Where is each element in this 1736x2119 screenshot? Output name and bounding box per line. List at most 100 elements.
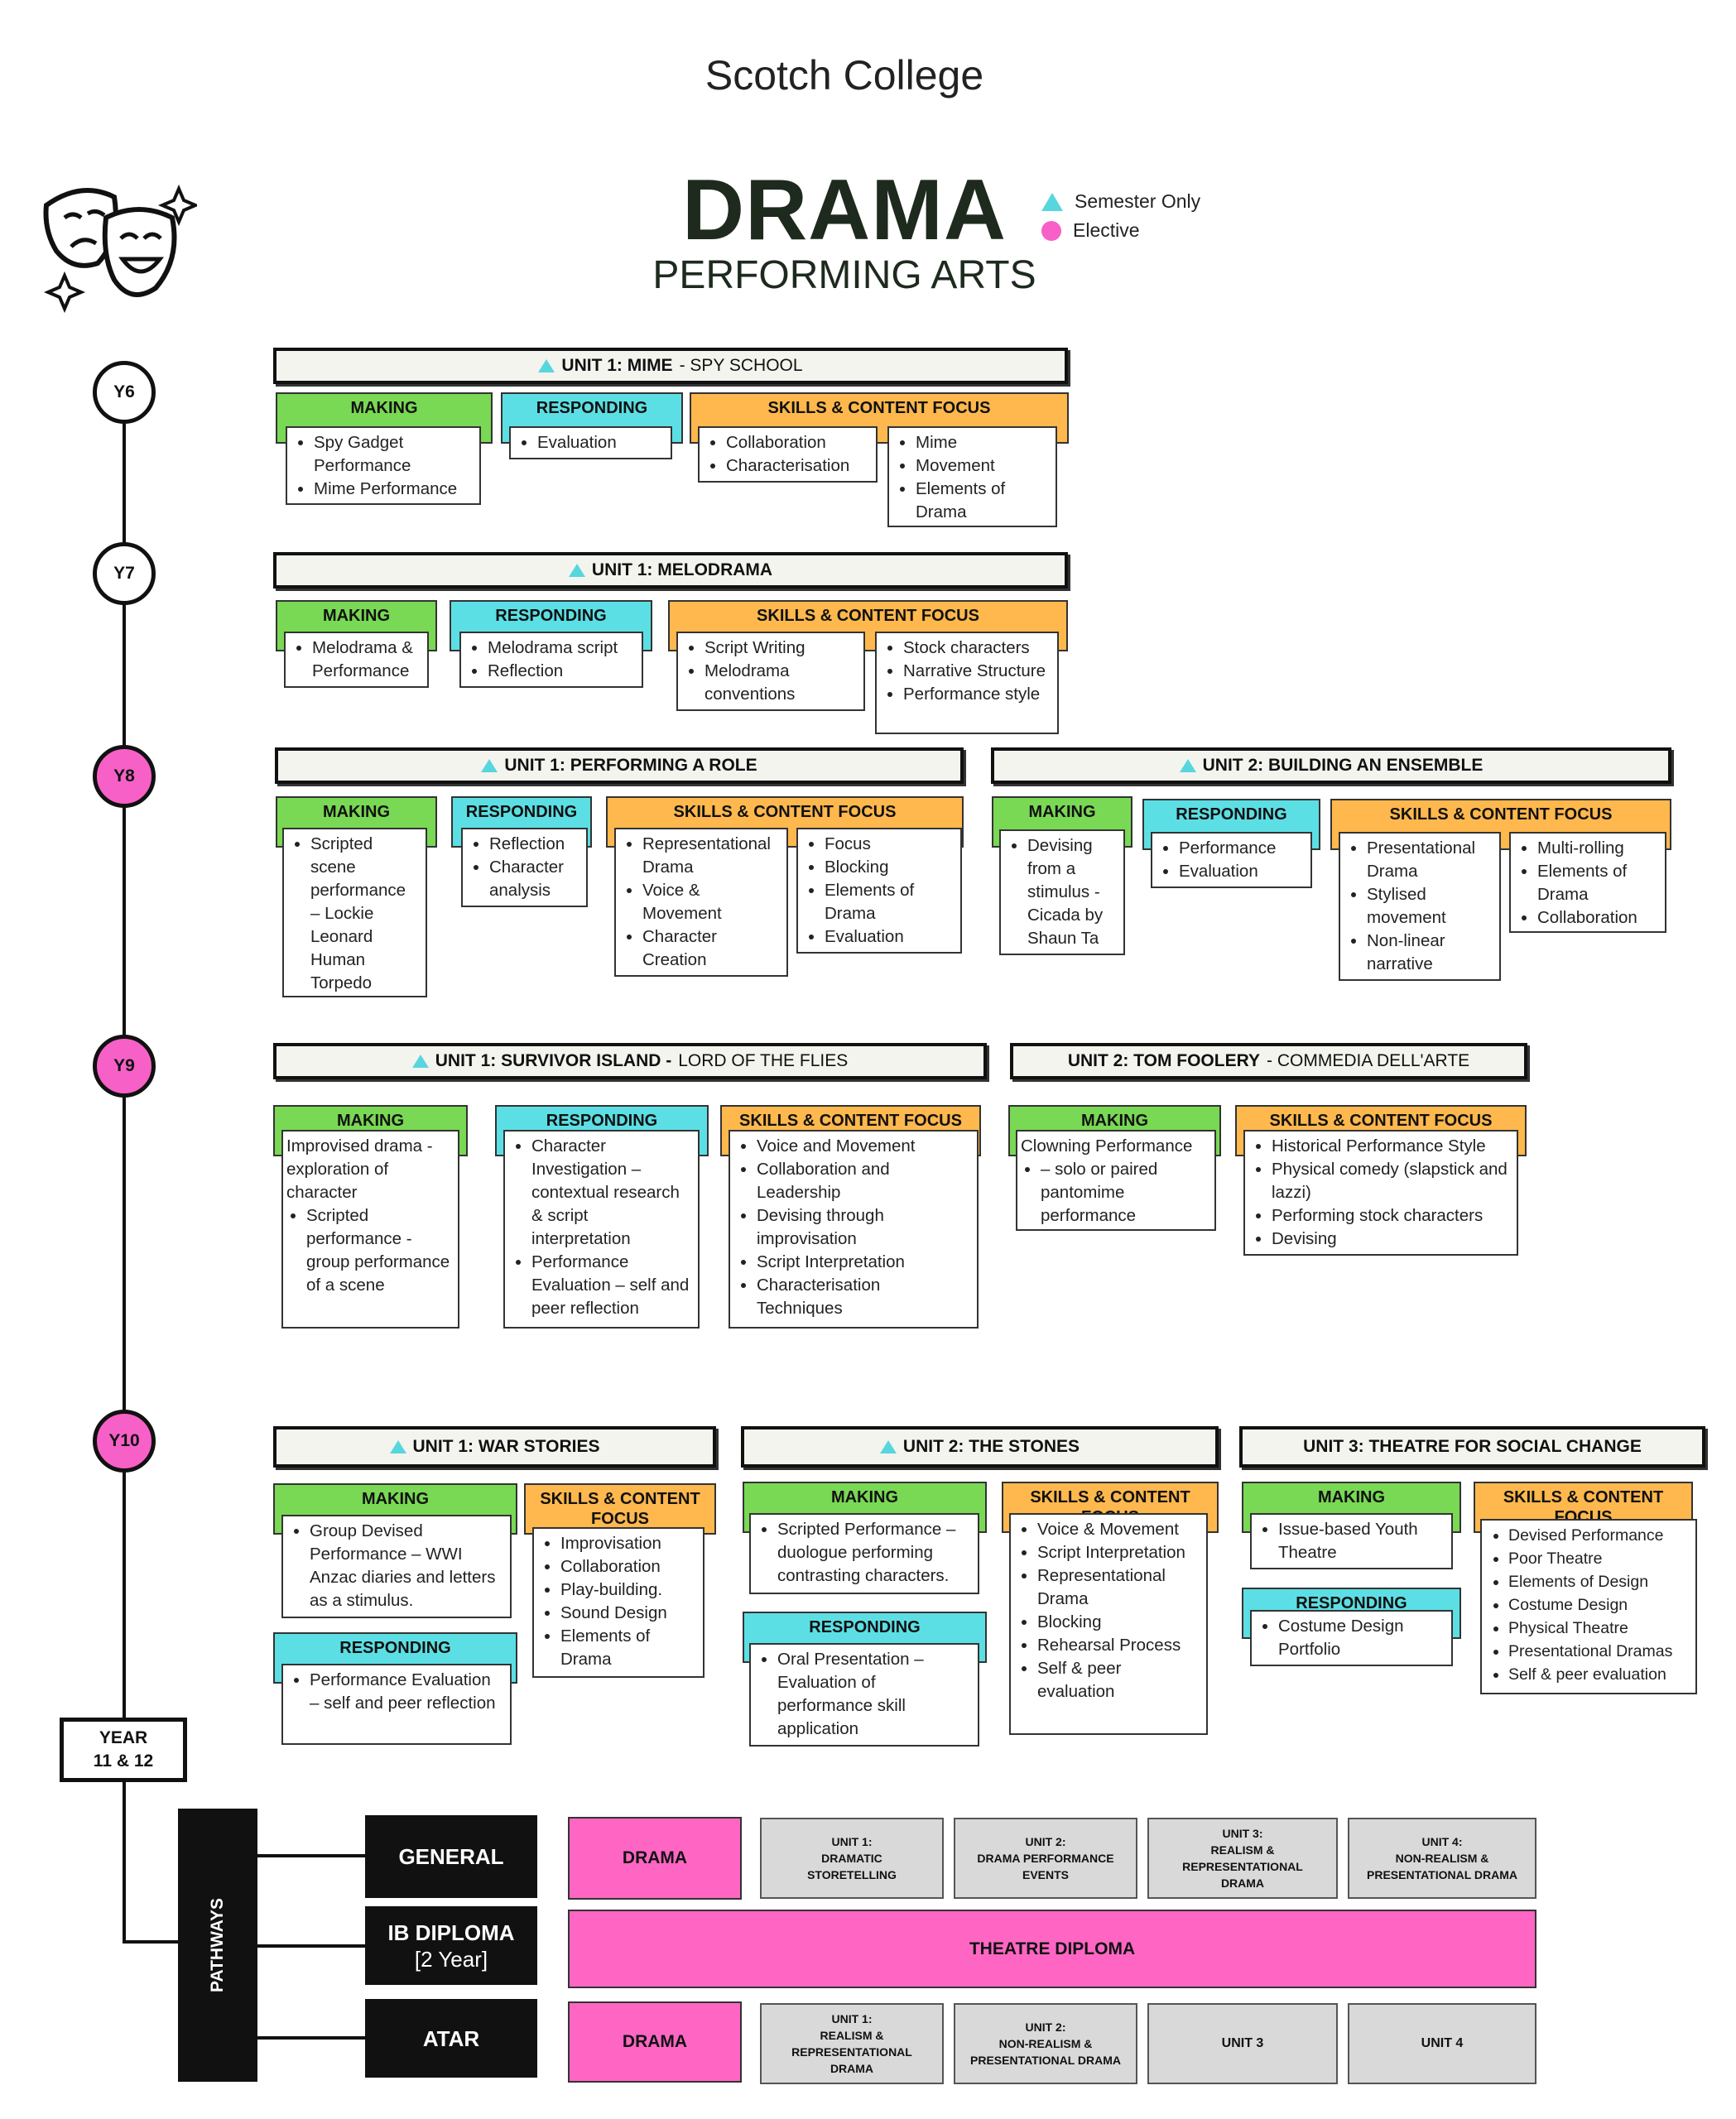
list-item: Mime [916, 431, 1049, 454]
y8-u1-unit-title: UNIT 1: PERFORMING A ROLE [275, 747, 964, 784]
list-item: Performance Evaluation – self and peer r… [531, 1251, 691, 1320]
unit-title-bold: UNIT 1: MELODRAMA [591, 560, 773, 579]
y8-u2-skills-box-b: Multi-rolling Elements of Drama Collabor… [1509, 832, 1666, 933]
list-item: Performing stock characters [1272, 1204, 1510, 1228]
list-item: Stylised movement [1367, 883, 1493, 930]
unit-title-bold: UNIT 2: TOM FOOLERY [1067, 1051, 1260, 1070]
list-item: Melodrama conventions [704, 660, 857, 706]
unit-title-bold: UNIT 3: THEATRE FOR SOCIAL CHANGE [1303, 1437, 1642, 1456]
y8-u2-responding-box: Performance Evaluation [1151, 832, 1312, 888]
list-item: Play-building. [560, 1578, 696, 1602]
unit-title-bold: UNIT 1: SURVIVOR ISLAND - [435, 1051, 672, 1070]
unit-title-subtitle: - SPY SCHOOL [679, 356, 803, 375]
list-item: Elements of Drama [916, 478, 1049, 524]
pathways-label: PATHWAYS [178, 1809, 257, 2082]
semester-triangle-icon [879, 1440, 897, 1454]
y10-u1-responding-box: Performance Evaluation – self and peer r… [281, 1664, 512, 1745]
general-unit-3: UNIT 3: REALISM & REPRESENTATIONAL DRAMA [1147, 1818, 1338, 1899]
list-item: Elements of Design [1508, 1570, 1689, 1593]
list-item: Scripted Performance – duologue performi… [777, 1518, 971, 1588]
list-item: Character analysis [489, 856, 579, 902]
list-item: Physical Theatre [1508, 1617, 1689, 1640]
atar-unit-3: UNIT 3 [1147, 2003, 1338, 2084]
list-item: Evaluation [1179, 860, 1304, 883]
list-item: Performance [1179, 837, 1304, 860]
list-item: Group Devised Performance – WWI Anzac di… [310, 1520, 503, 1612]
list-item: Voice and Movement [757, 1135, 970, 1158]
y10-u2-unit-title: UNIT 2: THE STONES [741, 1426, 1219, 1468]
list-item: Devising through improvisation [757, 1204, 970, 1251]
y6-skills-box-b: Mime Movement Elements of Drama [887, 426, 1057, 527]
legend-elective-label: Elective [1073, 219, 1140, 241]
y9-u2-unit-title: UNIT 2: TOM FOOLERY - COMMEDIA DELL'ARTE [1010, 1043, 1527, 1079]
list-item: Melodrama script [488, 637, 635, 660]
list-item: Performance style [903, 683, 1051, 706]
connector-ib [257, 1944, 365, 1948]
list-item: Performance Evaluation – self and peer r… [310, 1669, 503, 1715]
list-item: Mime Performance [314, 478, 473, 501]
unit-title-bold: UNIT 2: BUILDING AN ENSEMBLE [1202, 756, 1484, 775]
year-node-y6: Y6 [93, 361, 156, 424]
list-item: Focus [825, 833, 954, 856]
list-item: Devising from a stimulus - Cicada by Sha… [1027, 834, 1117, 950]
list-item: Self & peer evaluation [1508, 1663, 1689, 1686]
y9-u1-making-box: Improvised drama - exploration of charac… [281, 1130, 459, 1329]
list-item: Elements of Drama [560, 1625, 696, 1671]
list-item: Spy Gadget Performance [314, 431, 473, 478]
list-item: Characterisation Techniques [757, 1274, 970, 1320]
list-item: Collaboration [726, 431, 869, 454]
list-item: Movement [916, 454, 1049, 478]
list-item: Reflection [489, 833, 579, 856]
general-drama-course: DRAMA [568, 1817, 742, 1900]
list-item: – solo or paired pantomime performance [1041, 1158, 1208, 1228]
y8-u2-skills-box-a: Presentational Drama Stylised movement N… [1339, 832, 1501, 981]
list-item: Evaluation [825, 925, 954, 949]
atar-unit-2: UNIT 2: NON-REALISM & PRESENTATIONAL DRA… [954, 2003, 1137, 2084]
triangle-icon [1041, 192, 1063, 211]
making-intro: Improvised drama - exploration of charac… [286, 1136, 433, 1202]
y10-u3-skills-box: Devised Performance Poor Theatre Element… [1480, 1519, 1697, 1694]
list-item: Melodrama & Performance [312, 637, 421, 683]
list-item: Costume Design [1508, 1593, 1689, 1617]
y9-u2-making-box: Clowning Performance – solo or paired pa… [1016, 1130, 1216, 1231]
list-item: Representational Drama [1037, 1564, 1200, 1611]
list-item: Voice & Movement [1037, 1518, 1200, 1541]
list-item: Blocking [1037, 1611, 1200, 1634]
y9-u1-skills-box: Voice and Movement Collaboration and Lea… [729, 1130, 979, 1329]
general-unit-1: UNIT 1: DRAMATIC STORETELLING [760, 1818, 944, 1899]
connector-general [257, 1854, 365, 1857]
list-item: Elements of Drama [825, 879, 954, 925]
y8-u1-skills-box-a: Representational Drama Voice & Movement … [614, 828, 788, 977]
list-item: Characterisation [726, 454, 869, 478]
y10-u3-making-box: Issue-based Youth Theatre [1250, 1513, 1453, 1569]
semester-triangle-icon [481, 759, 498, 772]
unit-title-bold: UNIT 1: MIME [561, 356, 673, 375]
timeline-line-lower [123, 1782, 126, 1944]
unit-title-bold: UNIT 2: THE STONES [902, 1437, 1080, 1456]
y7-skills-box-a: Script Writing Melodrama conventions [676, 632, 865, 711]
y8-u1-making-box: Scripted scene performance – Lockie Leon… [282, 828, 427, 997]
y6-making-box: Spy Gadget Performance Mime Performance [286, 426, 481, 505]
y9-u2-skills-box: Historical Performance Style Physical co… [1243, 1130, 1518, 1256]
list-item: Voice & Movement [642, 879, 780, 925]
list-item: Poor Theatre [1508, 1547, 1689, 1570]
list-item: Representational Drama [642, 833, 780, 879]
pathway-ib-duration: [2 Year] [414, 1946, 488, 1972]
general-unit-2: UNIT 2: DRAMA PERFORMANCE EVENTS [954, 1818, 1137, 1899]
list-item: Stock characters [903, 637, 1051, 660]
atar-drama-course: DRAMA [568, 2001, 742, 2083]
y10-u2-responding-box: Oral Presentation – Evaluation of perfor… [749, 1643, 979, 1747]
legend-elective: Elective [1041, 219, 1200, 242]
pathway-atar: ATAR [365, 1999, 537, 2078]
list-item: Devised Performance [1508, 1524, 1689, 1547]
list-item: Rehearsal Process [1037, 1634, 1200, 1657]
list-item: Improvisation [560, 1532, 696, 1555]
list-item: Elements of Drama [1537, 860, 1658, 906]
y10-u1-skills-box: Improvisation Collaboration Play-buildin… [532, 1527, 704, 1678]
semester-triangle-icon [1179, 759, 1196, 772]
list-item: Collaboration [1537, 906, 1658, 930]
y10-u3-responding-box: Costume Design Portfolio [1250, 1610, 1453, 1666]
pathways-label-text: PATHWAYS [208, 1898, 227, 1992]
y7-making-box: Melodrama & Performance [284, 632, 429, 688]
unit-title-bold: UNIT 1: PERFORMING A ROLE [504, 756, 757, 775]
